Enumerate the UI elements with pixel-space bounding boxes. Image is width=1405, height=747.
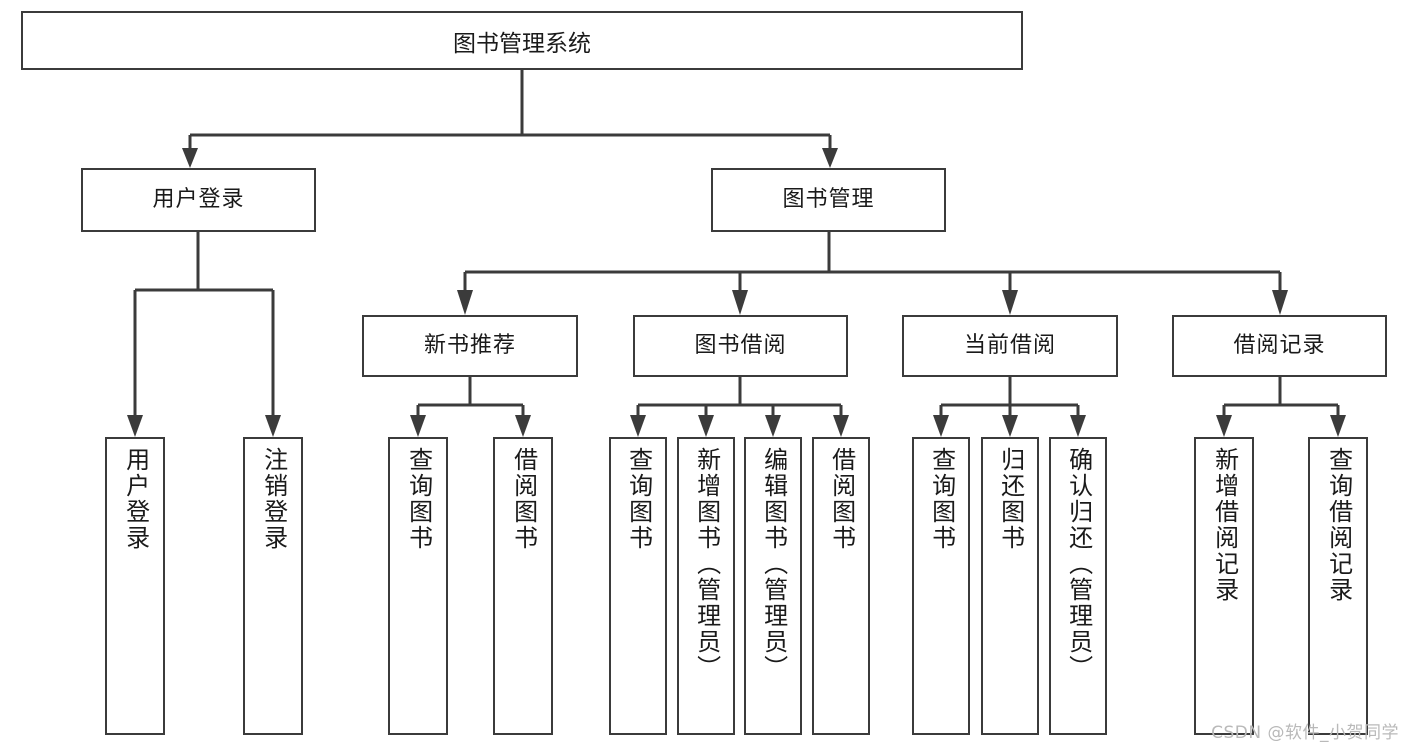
arrow-new-book-recommend: [457, 290, 473, 315]
arrow-leaf-edit-book-admin: [765, 415, 781, 437]
leaf-query-book-3-label: 查询图书: [927, 447, 956, 551]
arrow-leaf-user-logout: [265, 415, 281, 437]
leaf-confirm-return-admin-label: 确认归还（管理员）: [1064, 447, 1093, 681]
node-book-management-label: 图书管理: [782, 186, 875, 212]
leaf-borrow-book-1-label: 借阅图书: [509, 447, 538, 551]
arrow-leaf-borrow-book-2: [833, 415, 849, 437]
leaf-query-book-1-label: 查询图书: [404, 447, 433, 551]
leaf-add-book-admin-label: 新增图书（管理员）: [692, 447, 721, 681]
leaf-confirm-return-admin[interactable]: 确认归还（管理员）: [1049, 437, 1107, 735]
node-current-borrow-label: 当前借阅: [963, 332, 1056, 358]
leaf-add-borrow-record[interactable]: 新增借阅记录: [1194, 437, 1254, 735]
arrow-book-management: [822, 148, 838, 168]
leaf-return-book[interactable]: 归还图书: [981, 437, 1039, 735]
arrow-leaf-add-book-admin: [698, 415, 714, 437]
leaf-query-borrow-record[interactable]: 查询借阅记录: [1308, 437, 1368, 735]
node-user-login-label: 用户登录: [152, 186, 245, 212]
arrow-current-borrow: [1002, 290, 1018, 315]
node-book-borrow[interactable]: 图书借阅: [633, 315, 848, 377]
leaf-borrow-book-1[interactable]: 借阅图书: [493, 437, 553, 735]
leaf-borrow-book-2[interactable]: 借阅图书: [812, 437, 870, 735]
node-new-book-recommend[interactable]: 新书推荐: [362, 315, 578, 377]
leaf-query-book-2-label: 查询图书: [624, 447, 653, 551]
node-user-login[interactable]: 用户登录: [81, 168, 316, 232]
leaf-edit-book-admin-label: 编辑图书（管理员）: [759, 447, 788, 681]
leaf-query-borrow-record-label: 查询借阅记录: [1324, 447, 1353, 603]
node-new-book-recommend-label: 新书推荐: [423, 332, 516, 358]
arrow-leaf-query-book-2: [630, 415, 646, 437]
node-borrow-record-label: 借阅记录: [1233, 332, 1326, 358]
arrow-leaf-return-book: [1002, 415, 1018, 437]
leaf-user-login[interactable]: 用户登录: [105, 437, 165, 735]
node-root-label: 图书管理系统: [453, 30, 591, 57]
arrow-leaf-user-login: [127, 415, 143, 437]
leaf-user-logout-label: 注销登录: [259, 447, 288, 551]
leaf-add-borrow-record-label: 新增借阅记录: [1210, 447, 1239, 603]
leaf-query-book-3[interactable]: 查询图书: [912, 437, 970, 735]
node-book-management[interactable]: 图书管理: [711, 168, 946, 232]
watermark: CSDN @软件_小贺同学: [1211, 723, 1399, 743]
leaf-add-book-admin[interactable]: 新增图书（管理员）: [677, 437, 735, 735]
arrow-leaf-confirm-return-admin: [1070, 415, 1086, 437]
arrow-leaf-query-book-3: [933, 415, 949, 437]
arrow-leaf-add-borrow-record: [1216, 415, 1232, 437]
arrow-borrow-record: [1272, 290, 1288, 315]
arrow-book-borrow: [732, 290, 748, 315]
node-root[interactable]: 图书管理系统: [21, 11, 1023, 70]
leaf-query-book-2[interactable]: 查询图书: [609, 437, 667, 735]
node-book-borrow-label: 图书借阅: [694, 332, 787, 358]
arrow-user-login: [182, 148, 198, 168]
leaf-query-book-1[interactable]: 查询图书: [388, 437, 448, 735]
arrow-leaf-borrow-book-1: [515, 415, 531, 437]
leaf-borrow-book-2-label: 借阅图书: [827, 447, 856, 551]
leaf-user-login-label: 用户登录: [121, 447, 150, 551]
arrow-leaf-query-book-1: [410, 415, 426, 437]
arrow-leaf-query-borrow-record: [1330, 415, 1346, 437]
leaf-user-logout[interactable]: 注销登录: [243, 437, 303, 735]
node-borrow-record[interactable]: 借阅记录: [1172, 315, 1387, 377]
node-current-borrow[interactable]: 当前借阅: [902, 315, 1118, 377]
leaf-return-book-label: 归还图书: [996, 447, 1025, 551]
leaf-edit-book-admin[interactable]: 编辑图书（管理员）: [744, 437, 802, 735]
